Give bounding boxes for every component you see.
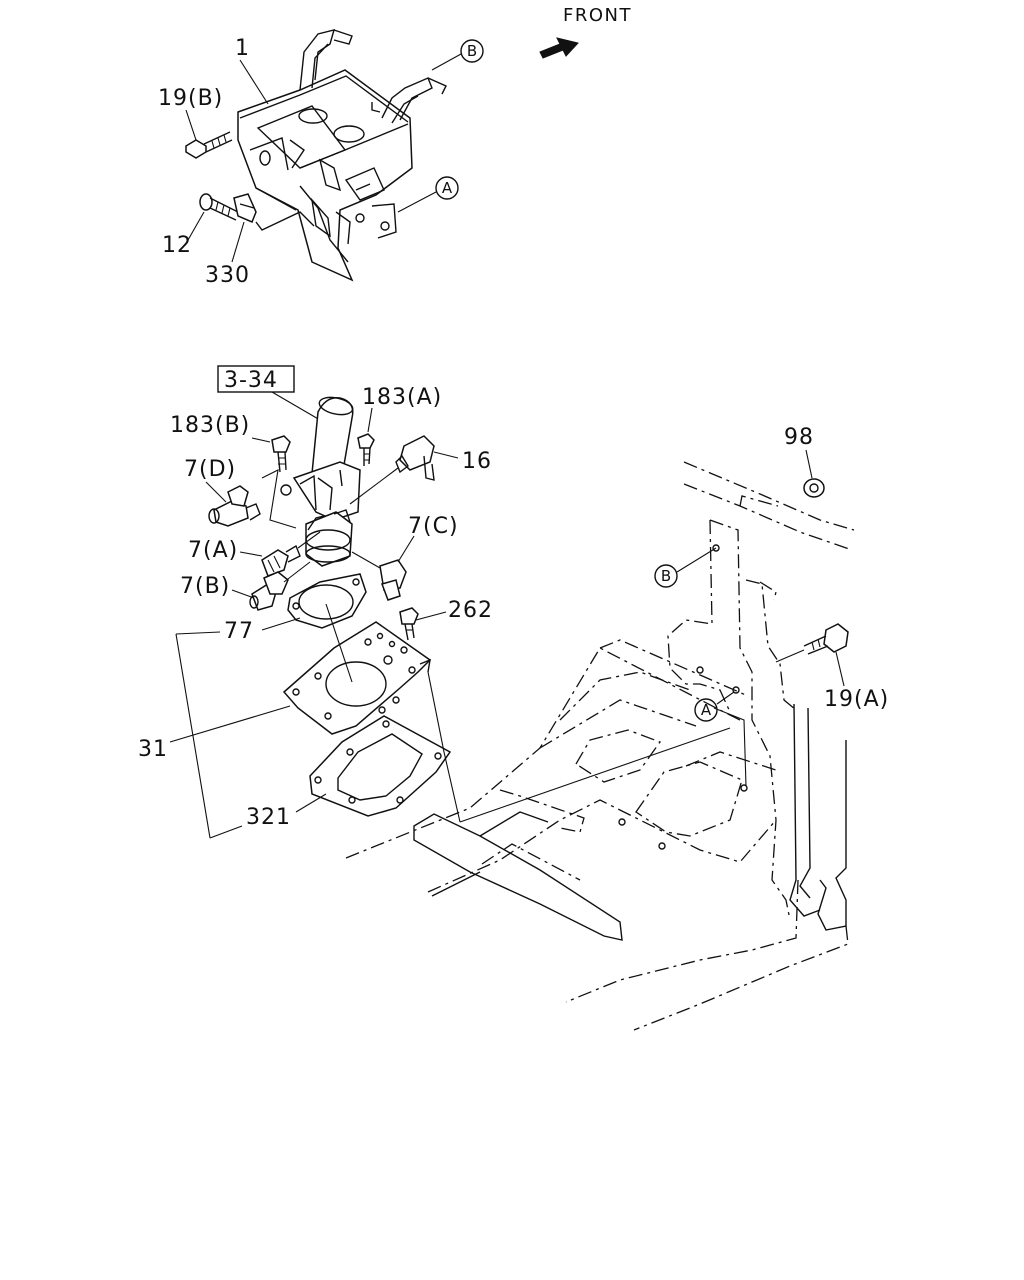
callout-16: 16 [462,449,492,474]
callout-12: 12 [162,233,192,258]
bracket-body [237,69,413,282]
callout-183a: 183(A) [362,385,442,410]
callout-1: 1 [235,36,250,61]
front-indicator: FRONT [539,5,632,59]
bolt-183b [271,435,291,473]
callout-262: 262 [448,598,493,623]
clip-330 [233,193,315,231]
marker-a-top-label: A [442,179,453,197]
switch-16 [349,435,435,505]
marker-a-top: A [397,176,459,213]
front-arrow-icon [539,37,579,59]
front-label: FRONT [563,5,632,26]
gasket-77 [287,573,367,629]
callout-19a: 19(A) [824,687,889,712]
callout-31: 31 [138,737,168,762]
plate-31 [282,603,432,735]
callout-7b: 7(B) [180,574,230,599]
marker-b-top-label: B [467,42,477,60]
bolt-183a [357,433,375,466]
callout-330: 330 [205,263,250,288]
bolt-19b [185,131,233,159]
bracket-hole-left [298,108,328,124]
marker-a-body-label: A [701,701,712,719]
callout-7d: 7(D) [184,457,236,482]
ref-box: 3-34 [217,365,321,421]
nut-98 [803,478,825,498]
ref-box-label: 3-34 [224,368,278,393]
marker-b-body-label: B [661,567,671,585]
bolt-12 [199,193,239,221]
callout-77: 77 [224,619,254,644]
fitting-7d [208,485,261,527]
upper-bracket-assembly [237,29,447,282]
callout-19b: 19(B) [158,86,223,111]
fitting-7c [351,551,407,601]
fitting-7b [249,561,311,611]
lever-assembly [261,396,361,567]
callout-7c: 7(C) [408,514,459,539]
marker-a-body: A [694,691,735,722]
callout-98: 98 [784,425,814,450]
callout-183b: 183(B) [170,413,250,438]
bolt-19a [775,623,849,663]
callout-321: 321 [246,805,291,830]
floor-structure [345,461,855,1031]
marker-b-body: B [654,547,717,588]
fitting-7a [261,531,321,577]
callout-7a: 7(A) [188,538,238,563]
bolt-262 [399,607,419,641]
marker-b-top: B [431,39,484,71]
bracket-hole-right [333,125,365,143]
plate-321 [309,715,452,817]
